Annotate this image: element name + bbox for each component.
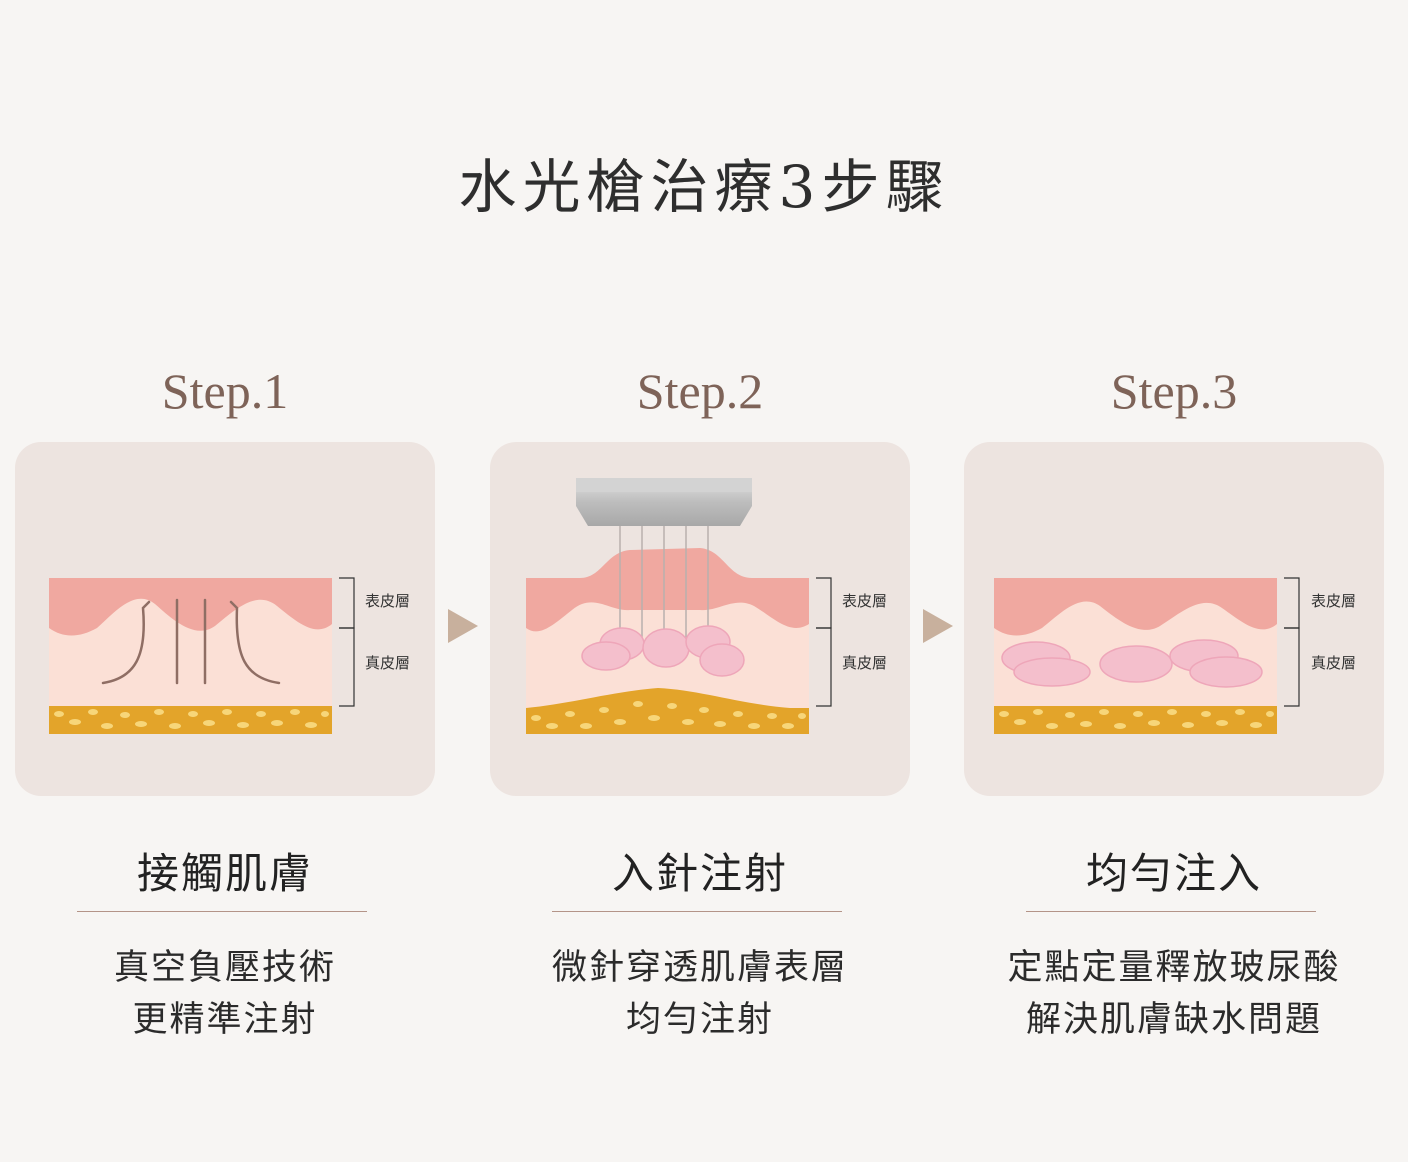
dermis-label: 真皮層 xyxy=(842,654,887,672)
step-2-desc-line-2: 均勻注射 xyxy=(625,1000,774,1040)
step-2-description: 微針穿透肌膚表層 均勻注射 xyxy=(490,942,910,1046)
step-3-illustration: 表皮層 真皮層 xyxy=(964,442,1384,796)
step-3-description: 定點定量釋放玻尿酸 解決肌膚缺水問題 xyxy=(964,942,1384,1046)
step-arrow-2 xyxy=(923,609,953,643)
epidermis-label: 表皮層 xyxy=(365,592,410,610)
skin-diagram-1: 表皮層 真皮層 xyxy=(49,577,410,734)
step-3-divider xyxy=(1026,911,1316,912)
step-arrow-1 xyxy=(448,609,478,643)
layer-brackets xyxy=(339,577,355,707)
step-2-column: Step.2 xyxy=(490,0,910,1162)
epidermis-layer xyxy=(994,578,1277,636)
fat-dots xyxy=(999,709,1274,729)
micro-needles xyxy=(619,526,709,638)
fat-layer xyxy=(526,688,809,734)
step-1-divider xyxy=(77,911,367,912)
dermis-label: 真皮層 xyxy=(1311,654,1356,672)
fat-dots xyxy=(531,701,806,729)
injection-bubbles xyxy=(581,625,745,677)
step-1-illustration: 表皮層 真皮層 xyxy=(15,442,435,796)
step-2-label: Step.2 xyxy=(636,363,764,419)
layer-brackets xyxy=(816,577,832,707)
step-2-heading: 入針注射 xyxy=(611,849,788,898)
suction-lines xyxy=(101,598,281,685)
step-2-desc-line-1: 微針穿透肌膚表層 xyxy=(551,948,848,988)
step-3-label: Step.3 xyxy=(1110,363,1238,419)
step-2-divider xyxy=(552,911,842,912)
epidermis-layer xyxy=(526,548,809,632)
epidermis-label: 表皮層 xyxy=(842,592,887,610)
page-title: 水光槍治療3步驟 xyxy=(458,153,950,221)
step-3-desc-line-1: 定點定量釋放玻尿酸 xyxy=(1007,948,1341,988)
step-3-column: Step.3 表皮層 真皮層 均勻注入 定點定量釋 xyxy=(964,0,1384,1162)
step-1-desc-line-1: 真空負壓技術 xyxy=(113,948,336,988)
distributed-bubbles xyxy=(1001,639,1263,688)
step-1-description: 真空負壓技術 更精準注射 xyxy=(15,942,435,1046)
step-3-heading: 均勻注入 xyxy=(1085,849,1262,898)
skin-diagram-2: 表皮層 真皮層 xyxy=(526,478,887,734)
skin-diagram-3: 表皮層 真皮層 xyxy=(994,577,1356,734)
step-2-illustration: 表皮層 真皮層 xyxy=(490,442,910,796)
fat-dots xyxy=(54,709,329,729)
epidermis-layer xyxy=(49,578,332,636)
layer-brackets xyxy=(1284,577,1300,707)
step-1-label: Step.1 xyxy=(161,363,289,419)
step-3-desc-line-2: 解決肌膚缺水問題 xyxy=(1025,1000,1322,1040)
epidermis-label: 表皮層 xyxy=(1311,592,1356,610)
step-1-column: Step.1 表皮層 真皮層 接觸肌膚 真空負壓技術 更精準 xyxy=(15,0,435,1162)
dermis-label: 真皮層 xyxy=(365,654,410,672)
step-1-heading: 接觸肌膚 xyxy=(136,849,313,898)
step-1-desc-line-2: 更精準注射 xyxy=(132,1000,318,1040)
